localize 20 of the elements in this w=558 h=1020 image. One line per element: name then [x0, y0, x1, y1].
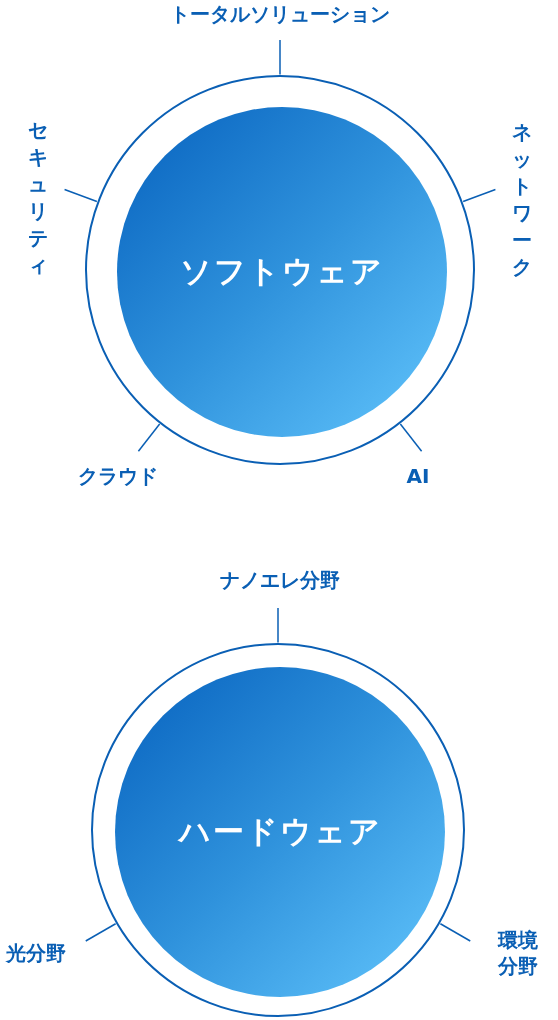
- category-label: 光分野: [6, 940, 66, 966]
- category-label: AI: [406, 463, 430, 489]
- category-label: ネットワーク: [511, 119, 533, 281]
- leader-line: [85, 923, 117, 942]
- outer-ring: [85, 75, 475, 465]
- category-label: トータルソリューション: [170, 1, 390, 27]
- leader-line: [279, 39, 281, 76]
- leader-line: [462, 188, 497, 203]
- category-label: ナノエレ分野: [220, 567, 340, 593]
- gradient-circle: ハードウェア: [115, 667, 445, 997]
- category-label: クラウド: [78, 463, 158, 489]
- leader-line: [137, 423, 161, 452]
- category-label: セキュリティ: [27, 117, 49, 279]
- gradient-circle: ソフトウェア: [117, 107, 447, 437]
- outer-ring: [91, 643, 465, 1017]
- leader-line: [277, 607, 279, 644]
- leader-line: [399, 423, 423, 452]
- leader-line: [439, 923, 471, 942]
- leader-line: [63, 188, 98, 203]
- category-label: 環境分野: [495, 927, 541, 979]
